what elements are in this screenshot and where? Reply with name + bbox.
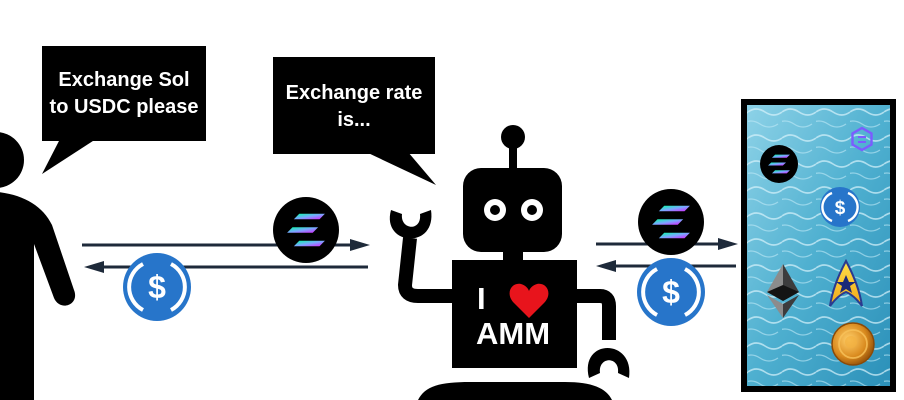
purple-hex-token-icon: [851, 126, 873, 152]
usdc-icon: $: [637, 258, 705, 326]
user-bubble-line1: Exchange Sol: [58, 69, 190, 91]
pool-solana-icon: [760, 145, 798, 183]
robot-eye-right: [521, 199, 543, 221]
robot-bubble-text: Exchange rate is...: [273, 80, 435, 134]
robot-chest-love-text: I: [477, 281, 486, 316]
robot-eye-left: [484, 199, 506, 221]
gold-coin-icon: [831, 322, 875, 366]
ethereum-icon: [767, 264, 799, 318]
solana-icon: [273, 197, 339, 263]
robot-bubble-line1: Exchange rate: [285, 82, 423, 104]
robot-bubble-line2: is...: [337, 109, 371, 131]
user-silhouette: [0, 132, 76, 400]
amm-robot: [389, 125, 630, 400]
heart-icon: [509, 283, 549, 318]
star-trek-token-icon: [829, 258, 863, 307]
solana-icon: [638, 189, 704, 255]
user-speech-bubble: [42, 46, 206, 174]
liquidity-pool: $: [741, 99, 896, 392]
svg-text:$: $: [835, 198, 846, 219]
robot-to-user-arrow: [84, 261, 368, 273]
robot-speech-bubble: [273, 57, 436, 185]
usdc-icon: $: [123, 253, 191, 321]
robot-chest-amm-text: AMM: [476, 316, 551, 351]
pool-usdc-icon: $: [820, 187, 860, 227]
svg-text:$: $: [662, 274, 680, 310]
user-bubble-line2: to USDC please: [49, 96, 199, 118]
svg-text:$: $: [148, 269, 166, 305]
user-bubble-text: Exchange Sol to USDC please: [42, 67, 206, 121]
